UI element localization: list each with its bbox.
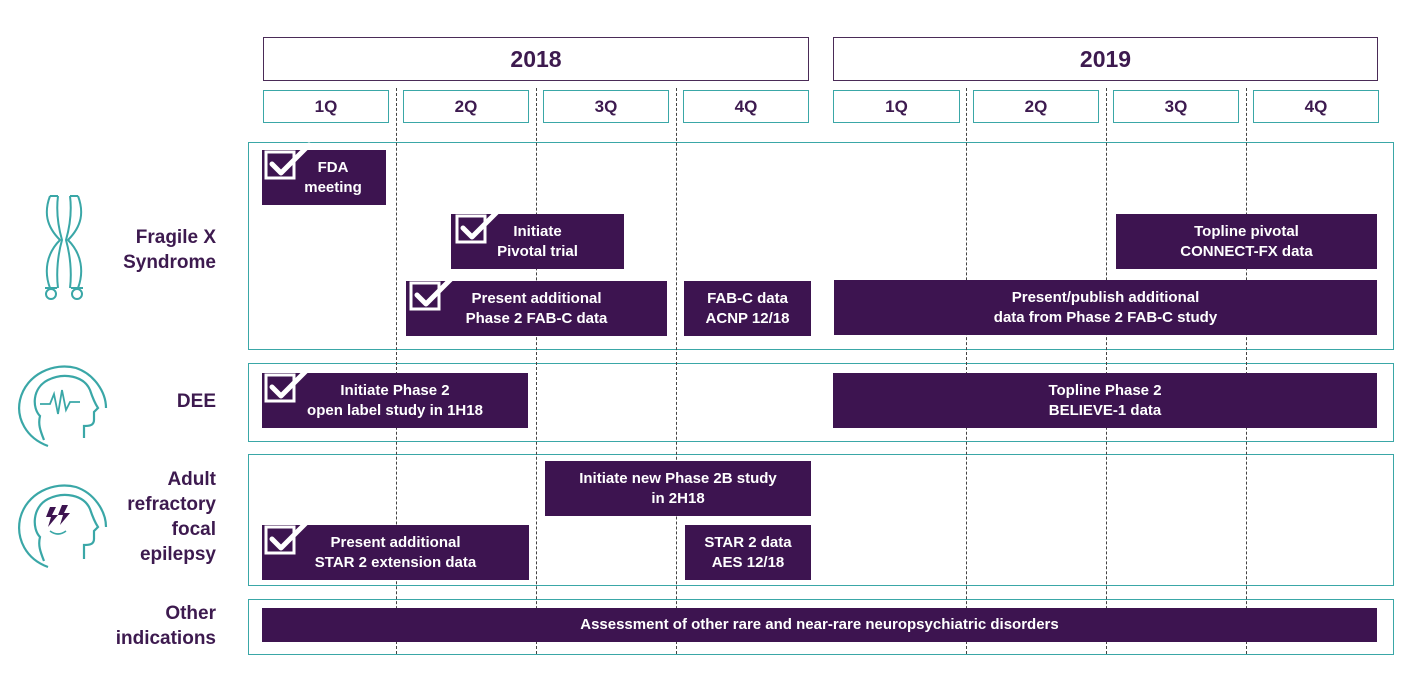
- milestone-line: Present additional: [471, 289, 602, 307]
- milestone-line: Initiate new Phase 2B study: [579, 469, 777, 487]
- row-label-dee: DEE: [100, 389, 216, 414]
- milestone-line: in 2H18: [651, 489, 705, 507]
- milestone-line: open label study in 1H18: [307, 401, 483, 419]
- quarter-header: 1Q: [263, 90, 389, 123]
- milestone-line: FAB-C data: [707, 289, 788, 307]
- quarter-divider: [676, 88, 677, 654]
- milestone-line: Pivotal trial: [497, 242, 578, 260]
- milestone-line: Initiate Phase 2: [340, 381, 450, 399]
- check-icon: [264, 142, 312, 180]
- milestone-present-star2-extension: Present additional STAR 2 extension data: [262, 525, 529, 580]
- milestone-line: BELIEVE-1 data: [1048, 401, 1162, 419]
- chromosome-icon: [45, 195, 83, 300]
- row-label-fragile-x: Fragile X Syndrome: [100, 225, 216, 275]
- quarter-divider: [966, 88, 967, 654]
- year-header-2018: 2018: [263, 37, 809, 81]
- quarter-header: 4Q: [1253, 90, 1379, 123]
- quarter-header: 3Q: [543, 90, 669, 123]
- milestone-line: AES 12/18: [711, 553, 785, 571]
- milestone-line: FDA: [317, 158, 349, 176]
- quarter-divider: [396, 88, 397, 654]
- milestone-line: Initiate: [513, 222, 562, 240]
- milestone-star2-aes: STAR 2 data AES 12/18: [685, 525, 811, 580]
- milestone-line: CONNECT-FX data: [1180, 242, 1313, 260]
- row-panel-fragile-x: [248, 142, 1394, 350]
- check-icon: [264, 365, 312, 403]
- milestone-line: data from Phase 2 FAB-C study: [993, 308, 1218, 326]
- milestone-line: STAR 2 extension data: [314, 553, 477, 571]
- quarter-header: 2Q: [973, 90, 1099, 123]
- milestone-assessment-other-disorders: Assessment of other rare and near-rare n…: [262, 608, 1377, 642]
- check-icon: [409, 273, 457, 311]
- milestone-line: Present additional: [330, 533, 461, 551]
- row-label-focal-epilepsy: Adult refractory focal epilepsy: [100, 467, 216, 567]
- row-label-line: Other: [165, 603, 216, 624]
- milestone-publish-fab-c: Present/publish additional data from Pha…: [834, 280, 1377, 335]
- quarter-divider: [1106, 88, 1107, 654]
- milestone-initiate-phase2-open-label: Initiate Phase 2 open label study in 1H1…: [262, 373, 528, 428]
- milestone-line: Topline pivotal: [1194, 222, 1299, 240]
- milestone-line: Present/publish additional: [1011, 288, 1200, 306]
- row-panel-focal-epilepsy: [248, 454, 1394, 586]
- check-icon: [264, 517, 312, 555]
- milestone-line: meeting: [304, 178, 362, 196]
- row-label-line: Syndrome: [123, 252, 216, 273]
- milestone-line: STAR 2 data: [704, 533, 792, 551]
- milestone-topline-connect-fx: Topline pivotal CONNECT-FX data: [1116, 214, 1377, 269]
- milestone-line: Phase 2 FAB-C data: [465, 309, 608, 327]
- milestone-line: Topline Phase 2: [1048, 381, 1162, 399]
- milestone-line: ACNP 12/18: [705, 309, 790, 327]
- row-label-line: indications: [115, 628, 216, 649]
- quarter-header: 3Q: [1113, 90, 1239, 123]
- brain-seizure-head-icon: [18, 484, 108, 569]
- row-panel-dee: [248, 363, 1394, 442]
- quarter-header: 4Q: [683, 90, 809, 123]
- row-label-line: focal: [171, 519, 216, 540]
- row-label-line: DEE: [176, 391, 216, 412]
- brain-wave-head-icon: [18, 365, 108, 448]
- row-label-line: refractory: [127, 494, 216, 515]
- milestone-initiate-phase2b: Initiate new Phase 2B study in 2H18: [545, 461, 811, 516]
- milestone-line: Assessment of other rare and near-rare n…: [580, 616, 1059, 633]
- row-label-line: epilepsy: [139, 544, 216, 565]
- check-icon: [455, 206, 503, 244]
- row-label-other: Other indications: [100, 601, 216, 651]
- row-panel-other: [248, 599, 1394, 655]
- row-label-line: Adult: [167, 469, 216, 490]
- quarter-divider: [536, 88, 537, 654]
- row-label-line: Fragile X: [135, 227, 216, 248]
- quarter-header: 2Q: [403, 90, 529, 123]
- milestone-topline-believe-1: Topline Phase 2 BELIEVE-1 data: [833, 373, 1377, 428]
- year-header-2019: 2019: [833, 37, 1378, 81]
- milestone-present-fab-c: Present additional Phase 2 FAB-C data: [406, 281, 667, 336]
- quarter-header: 1Q: [833, 90, 960, 123]
- milestone-fab-c-acnp: FAB-C data ACNP 12/18: [684, 281, 811, 336]
- quarter-divider: [1246, 88, 1247, 654]
